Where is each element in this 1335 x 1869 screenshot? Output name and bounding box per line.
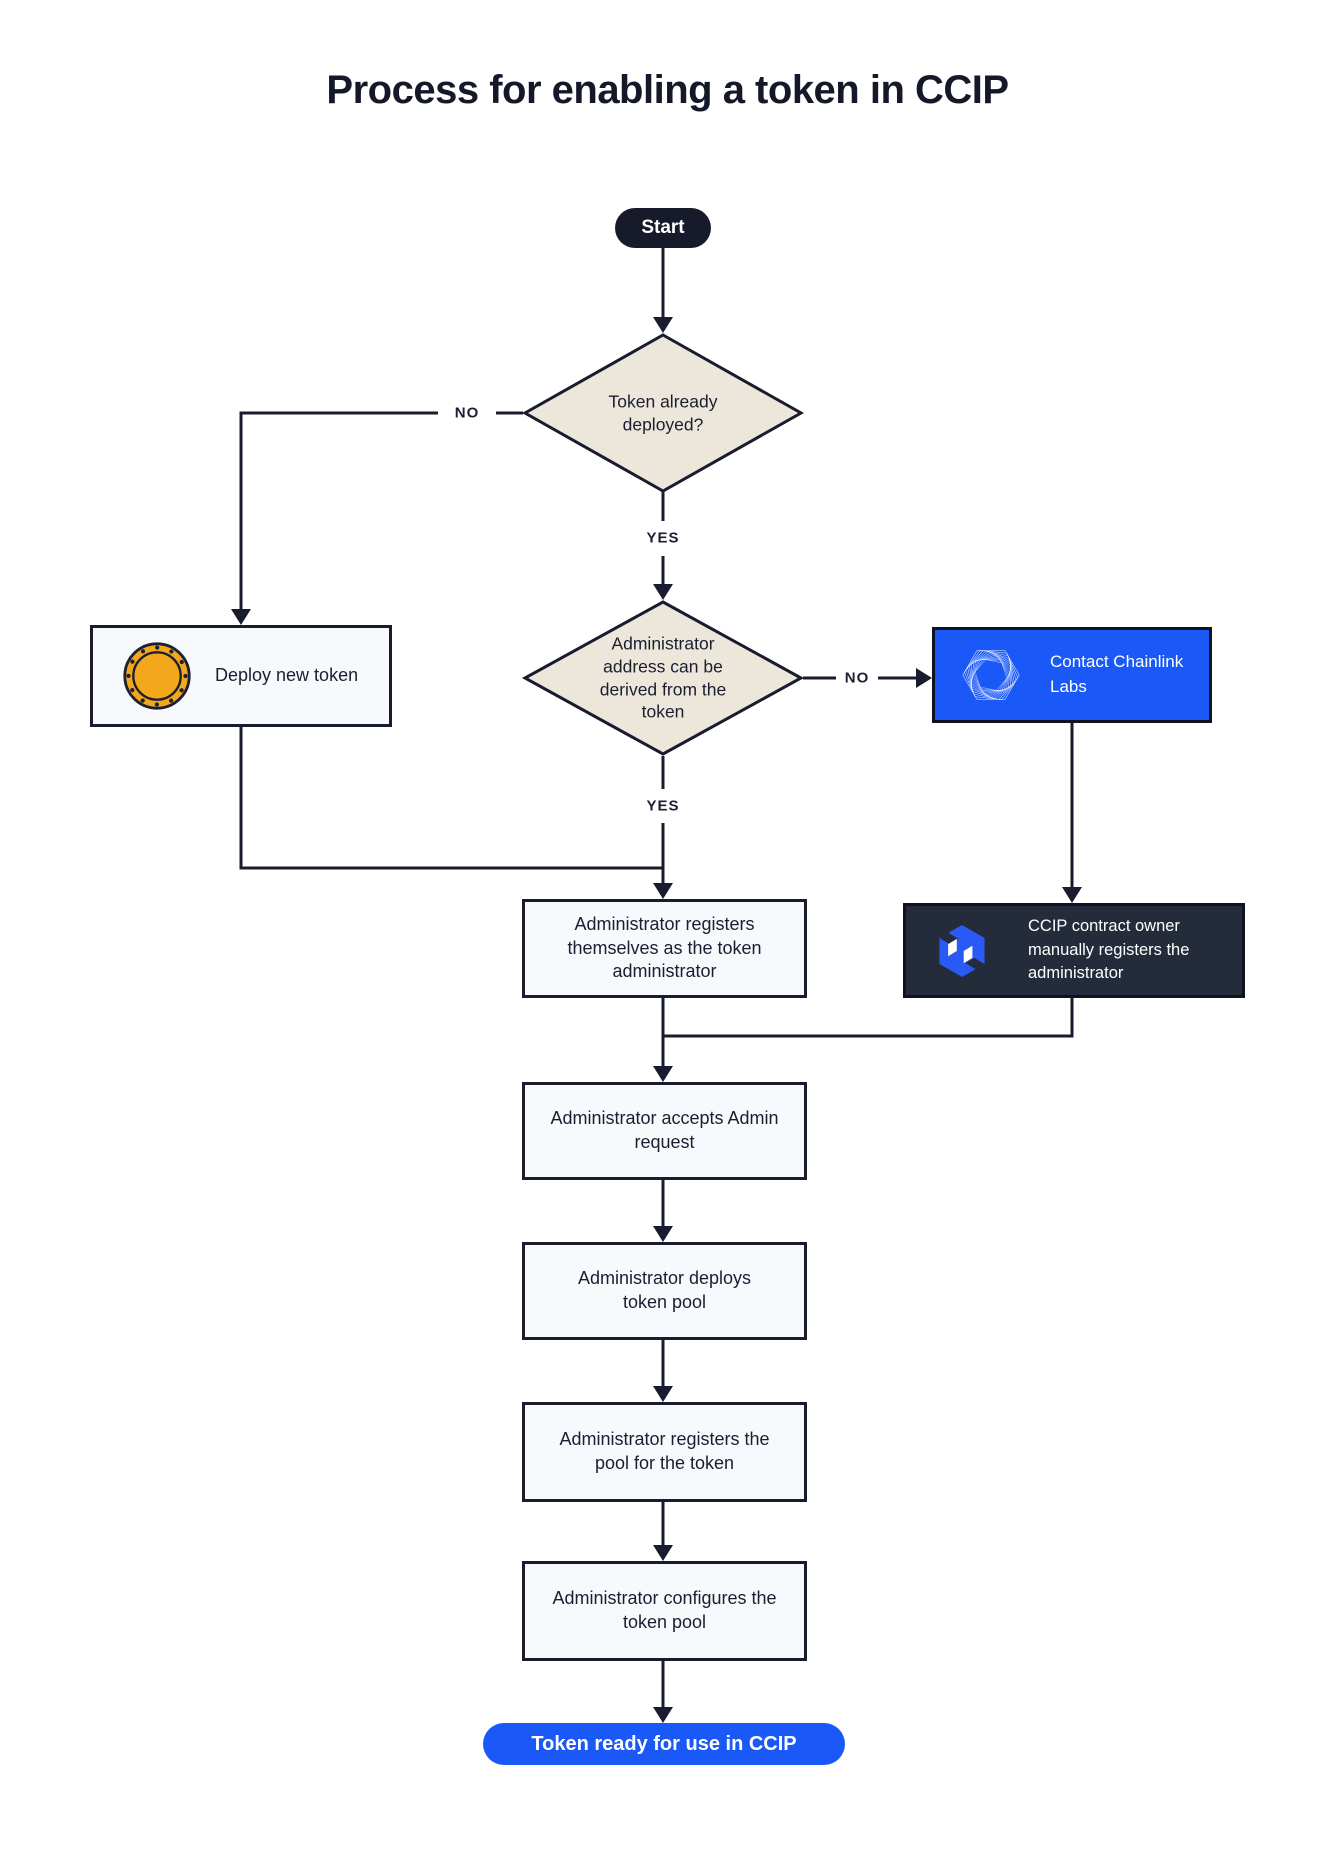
deploy-pool-label: Administrator deploys token pool — [577, 1268, 752, 1312]
arrowheads — [231, 317, 1082, 1723]
coin-icon — [123, 642, 191, 710]
end-label: Token ready for use in CCIP — [531, 1732, 797, 1755]
contact-chainlink-labs-node: Contact Chainlink Labs — [932, 627, 1212, 723]
decision-token-deployed: Token already deployed? — [521, 333, 805, 493]
diamond-shape — [521, 333, 805, 493]
deploy-new-token-node: Deploy new token — [90, 625, 392, 727]
chainlink-labs-icon — [960, 646, 1022, 704]
edge-label-yes-1: YES — [646, 529, 680, 547]
edge-label-yes-2: YES — [646, 797, 680, 815]
start-node: Start — [615, 208, 711, 248]
deploy-pool-node: Administrator deploys token pool — [522, 1242, 807, 1340]
manual-register-node: CCIP contract owner manually registers t… — [903, 903, 1245, 998]
accept-request-label: Administrator accepts Admin request — [550, 1108, 779, 1152]
register-self-label: Administrator registers themselves as th… — [567, 913, 762, 982]
end-node: Token ready for use in CCIP — [483, 1723, 845, 1765]
contact-chainlink-labs-label: Contact Chainlink Labs — [1050, 652, 1184, 696]
edge-label-no-1: NO — [454, 404, 480, 422]
decision-admin-address: Administrator address can be derived fro… — [521, 600, 805, 756]
register-pool-label: Administrator registers the pool for the… — [559, 1429, 770, 1473]
ccip-logo-icon — [939, 924, 985, 977]
decision-token-deployed-label: Token already deployed? — [608, 391, 718, 434]
start-label: Start — [641, 217, 685, 238]
edge-label-no-2: NO — [844, 669, 870, 687]
page-title: Process for enabling a token in CCIP — [326, 68, 1009, 112]
register-self-node: Administrator registers themselves as th… — [522, 899, 807, 998]
decision-admin-address-label: Administrator address can be derived fro… — [599, 633, 727, 722]
register-pool-node: Administrator registers the pool for the… — [522, 1402, 807, 1502]
deploy-new-token-label: Deploy new token — [215, 665, 359, 686]
configure-pool-label: Administrator configures the token pool — [552, 1588, 777, 1632]
configure-pool-node: Administrator configures the token pool — [522, 1561, 807, 1661]
manual-register-label: CCIP contract owner manually registers t… — [1028, 917, 1190, 983]
diamond-shape — [521, 600, 805, 756]
accept-request-node: Administrator accepts Admin request — [522, 1082, 807, 1180]
